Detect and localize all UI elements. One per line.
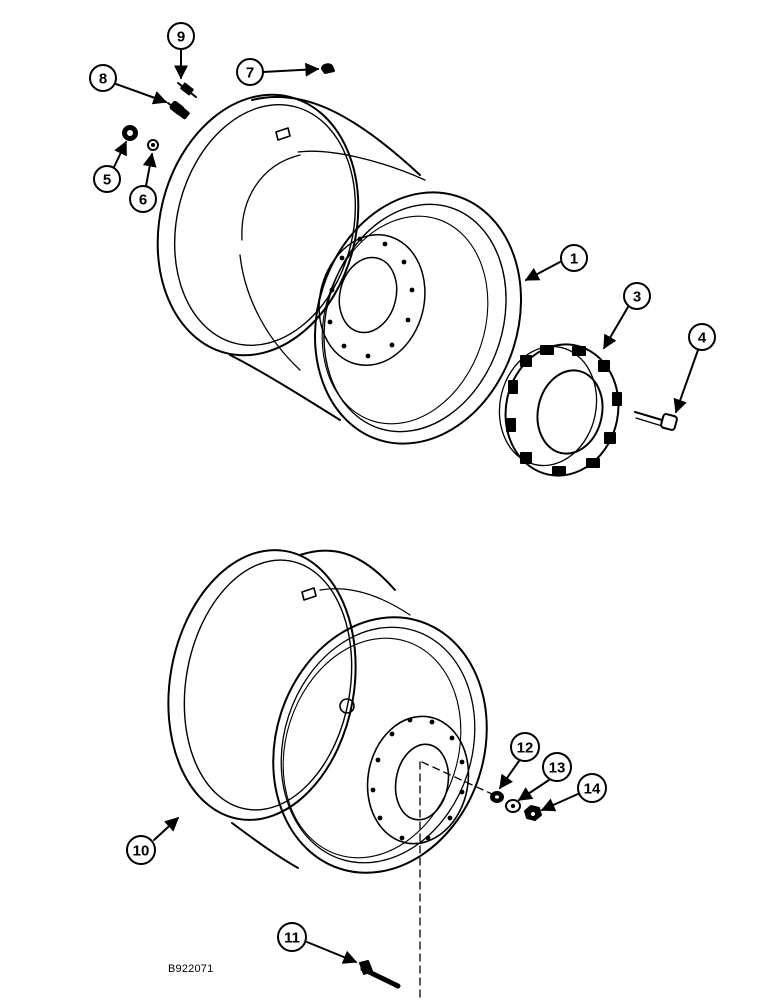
disc-bolt-holes [327,236,415,359]
callout-label: 3 [633,289,641,306]
callout-label: 7 [246,65,254,82]
rim-front-lip [313,191,523,445]
callout-10: 10 [126,817,180,865]
wheel-vent-hole [339,698,355,714]
center-hole [338,256,398,334]
wheel-center-hole [394,743,450,821]
stud-part [359,960,401,989]
rim-front-well [321,215,489,425]
valve-cap-part [122,125,138,141]
small-nut-part [147,139,159,151]
wheel-back-lip [167,549,357,821]
callout-7: 7 [236,58,320,86]
center-disc [318,233,426,367]
rim-drum-top [251,95,421,176]
wheel-drum-top [299,549,396,591]
wheel-valve-slot [301,587,317,601]
washer-12-part [490,791,504,803]
callout-8: 8 [89,64,168,105]
callout-9: 9 [167,22,195,80]
wheel-center-disc [366,715,470,845]
callout-1: 1 [524,244,588,281]
assembly-line-horizontal [421,761,493,795]
callout-label: 10 [133,843,150,860]
callout-5: 5 [93,140,127,193]
callout-label: 9 [177,29,185,46]
wheel-drum-mid [319,588,411,616]
callout-label: 4 [698,330,707,347]
small-cap-part [321,63,335,74]
spacer-outer [504,343,620,477]
callout-4: 4 [673,323,716,414]
callout-14: 14 [540,773,607,812]
callout-3: 3 [603,282,651,350]
callout-label: 5 [103,172,111,189]
callout-label: 1 [570,251,578,268]
valve-stem-part [167,100,190,120]
valve-slot [275,127,291,141]
bolt-part [634,411,678,431]
rim-drum-well [241,154,301,241]
wheel-front-lip-inner [280,626,476,864]
callout-12: 12 [499,732,540,790]
washer-13-part [505,799,521,813]
rim-back-lip-inner [173,104,357,346]
nut-14-part [524,805,542,821]
wheel-front-well [282,637,462,859]
callout-label: 11 [284,930,300,947]
spacer-bore [536,369,604,455]
wheel-front-lip [272,616,488,874]
spacer-back [498,345,598,467]
valve-core-part [177,82,197,98]
wheel-bolt-holes [370,717,465,841]
rim-drum-well-bottom [239,254,301,371]
callout-label: 13 [549,760,566,777]
wheel-back-lip-inner [183,559,353,811]
bottom-wheel-assembly [167,549,493,1000]
callout-13: 13 [517,752,572,801]
spacer-lugs [506,345,622,476]
figure-id: B922071 [168,963,214,975]
callout-label: 8 [99,71,107,88]
callout-11: 11 [277,922,358,964]
callout-label: 12 [517,740,534,757]
spacer-ring [498,343,622,477]
wheel-drum-bottom [231,822,299,869]
callout-label: 14 [584,781,601,798]
rim-drum-bottom [229,354,341,421]
callout-6: 6 [129,152,157,213]
callout-label: 6 [139,192,147,209]
rim-drum-mid-line [297,150,426,181]
top-rim-assembly [156,93,523,445]
